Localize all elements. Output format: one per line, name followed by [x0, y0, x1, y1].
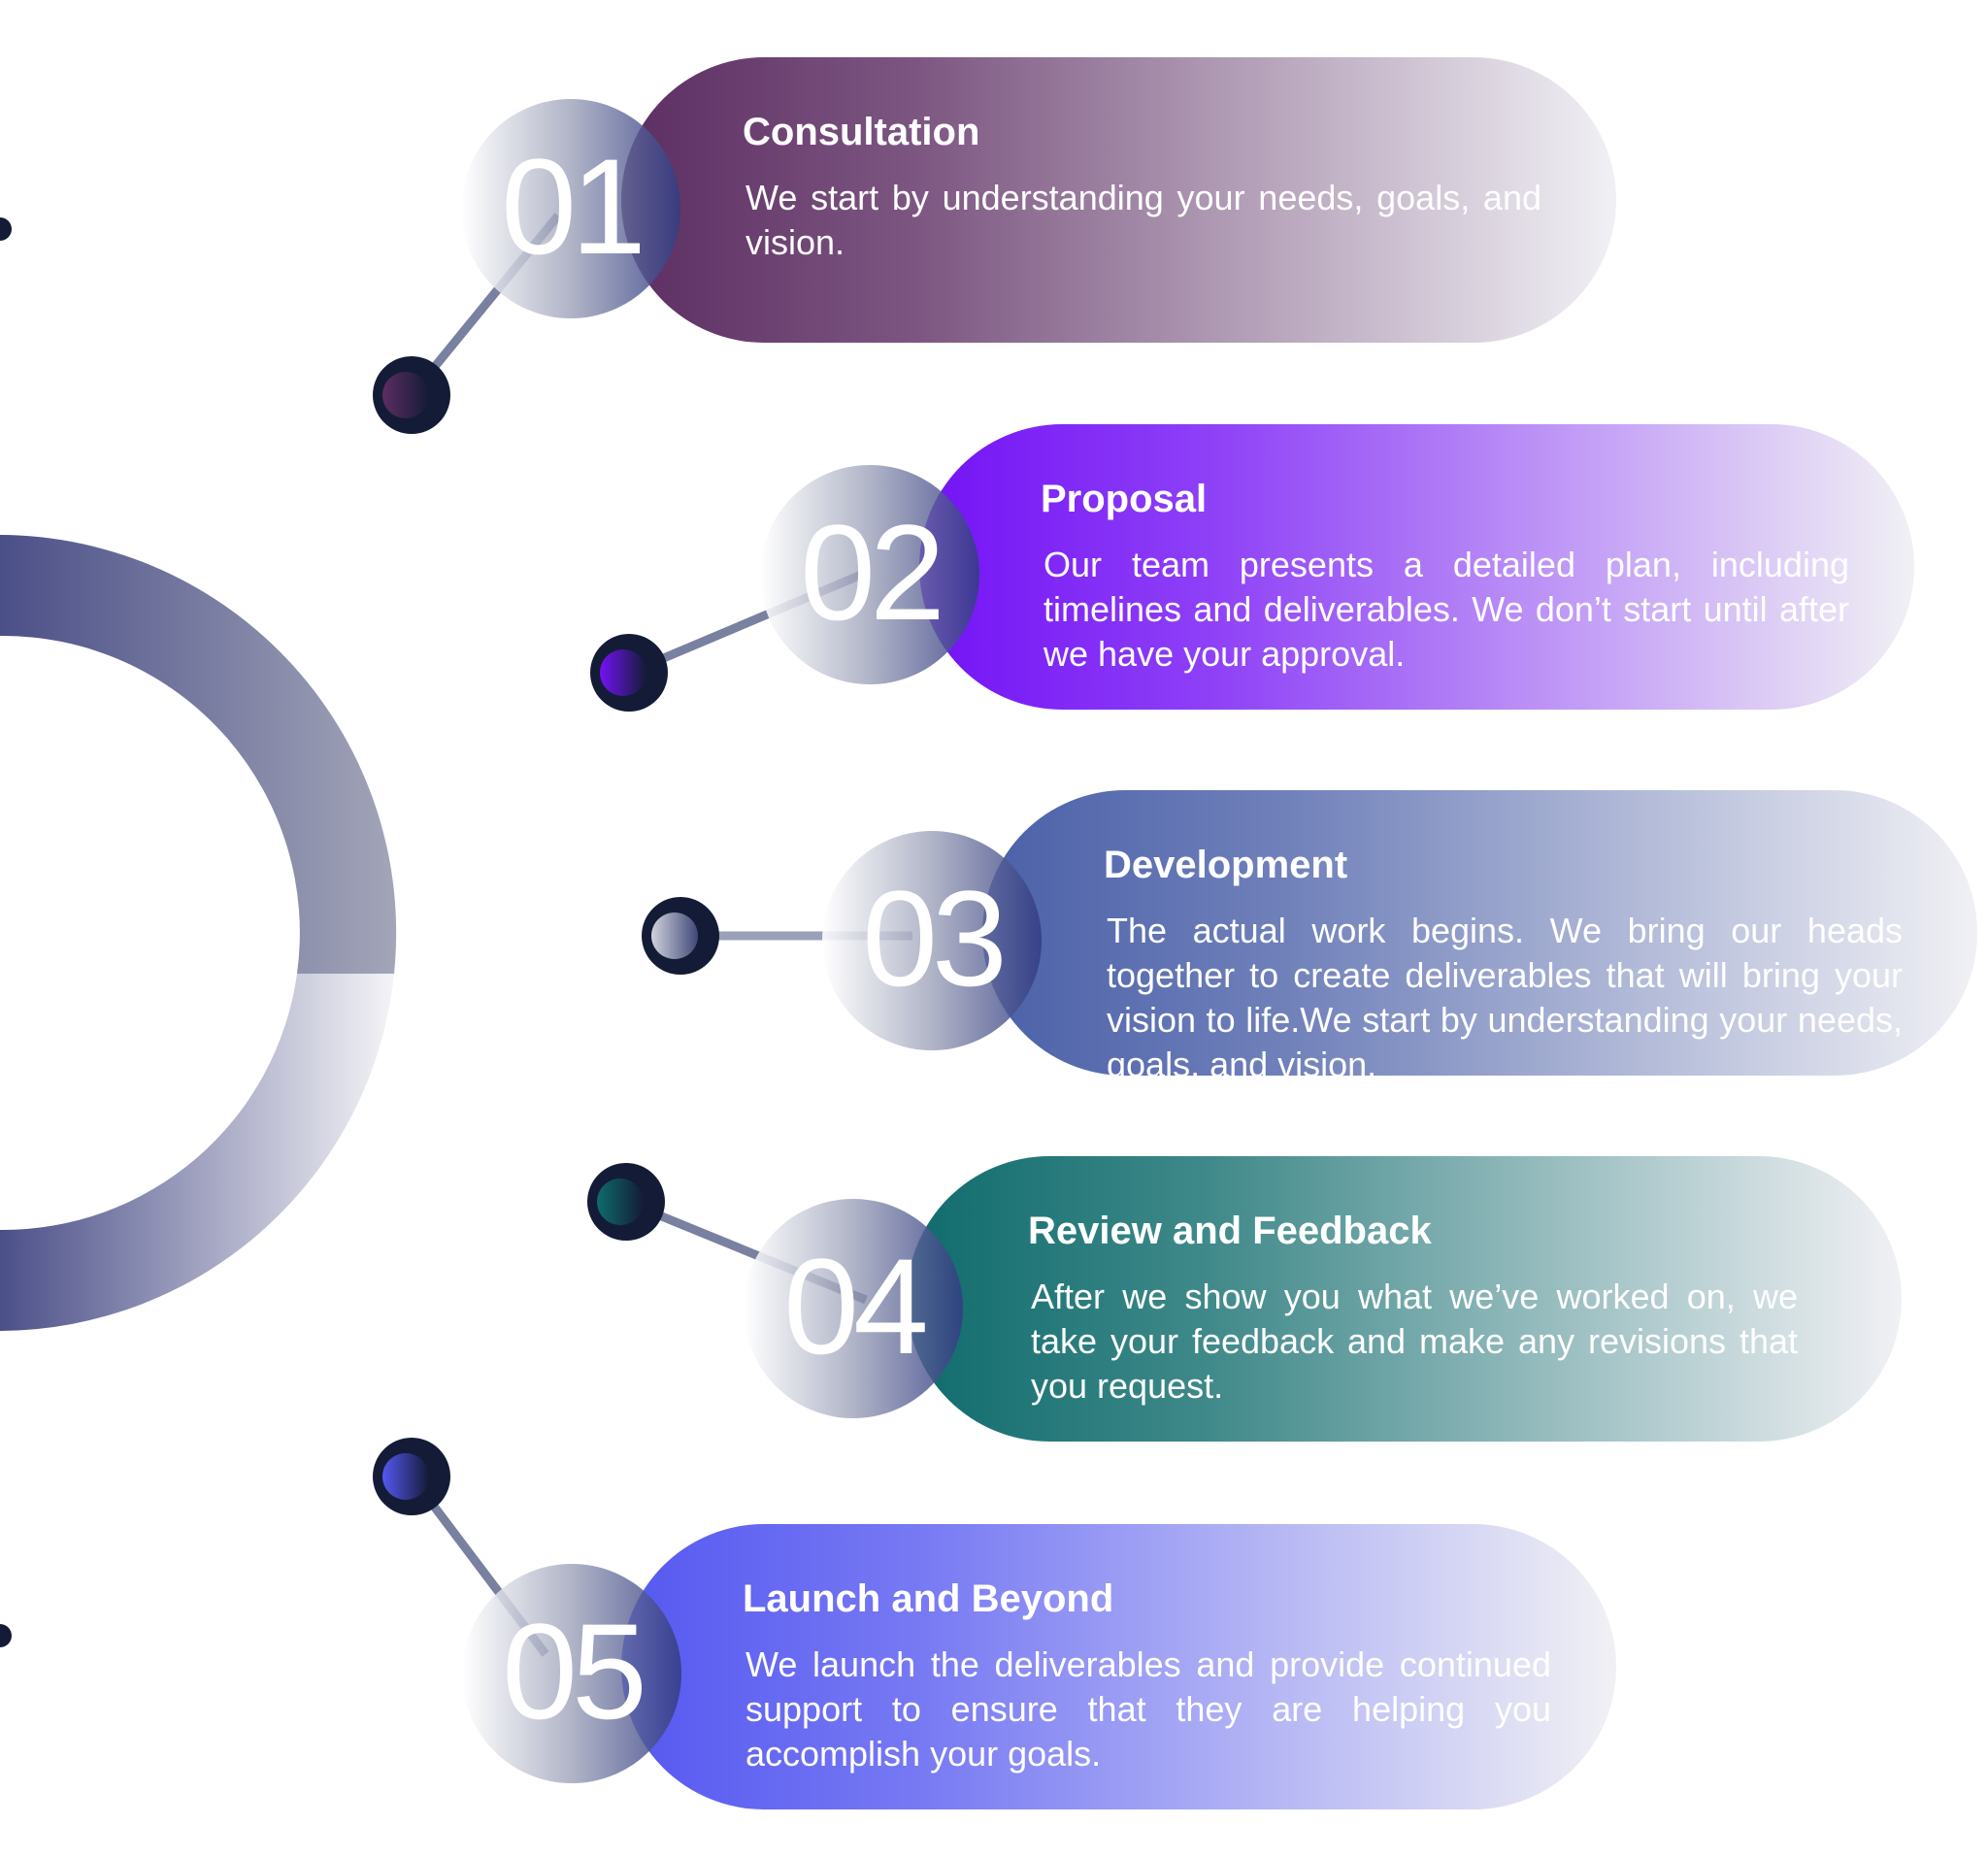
step-number-circle [760, 465, 979, 684]
step-number-circle [744, 1199, 963, 1418]
step-number: 01 [501, 130, 646, 282]
edge-dot [0, 1624, 12, 1647]
ring-top-segment [0, 535, 397, 974]
node-dot-inner [651, 912, 698, 959]
node-dot-inner [382, 1453, 429, 1500]
step-title: Development [1104, 844, 1348, 886]
ring-bottom-segment [0, 974, 394, 1331]
step-description: We launch the deliverables and provide c… [746, 1644, 1551, 1774]
node-dot-inner [382, 372, 429, 418]
step-number: 04 [783, 1230, 929, 1382]
step-card [621, 57, 1616, 343]
step-card [621, 1524, 1616, 1809]
step-number-circle [461, 99, 680, 318]
step-title: Review and Feedback [1028, 1210, 1432, 1252]
step-number: 02 [800, 496, 945, 648]
step-description: Our team presents a detailed plan, inclu… [1044, 545, 1849, 674]
step-number-circle [822, 831, 1042, 1050]
step-card [907, 1156, 1902, 1442]
step-description: After we show you what we’ve worked on, … [1031, 1277, 1798, 1406]
edge-dot [0, 217, 12, 241]
step-number: 03 [862, 862, 1008, 1014]
step-description: The actual work begins. We bring our hea… [1107, 911, 1903, 1084]
step-number: 05 [502, 1595, 647, 1747]
step-card [919, 424, 1914, 710]
step-title: Proposal [1041, 478, 1208, 520]
node-dot-inner [597, 1178, 644, 1225]
step-card [982, 790, 1977, 1076]
node-dot-inner [600, 649, 646, 696]
step-number-circle [462, 1564, 681, 1783]
step-title: Launch and Beyond [743, 1577, 1114, 1620]
step-title: Consultation [743, 111, 980, 153]
step-description: We start by understanding your needs, go… [746, 178, 1541, 262]
